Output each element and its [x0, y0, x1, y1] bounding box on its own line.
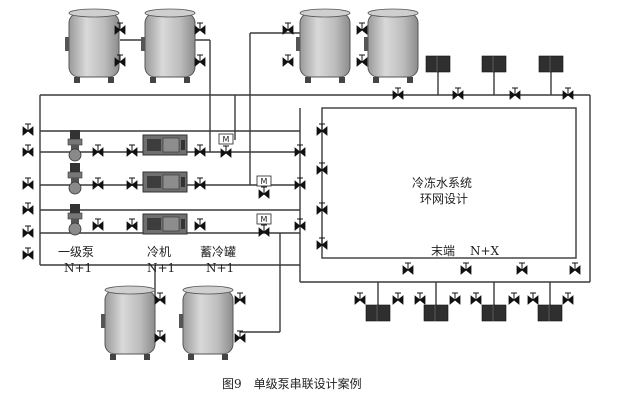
primary-pumps — [67, 129, 83, 236]
loop-title-line2: 环网设计 — [420, 192, 468, 206]
primary-pump-count: N+1 — [64, 261, 92, 275]
primary-pump-label: 一级泵 — [58, 245, 94, 259]
bottom-storage-tanks — [100, 285, 234, 361]
terminal-label: 末端 — [431, 244, 455, 258]
loop-title-line1: 冷冻水系统 — [412, 175, 472, 190]
motor-label: M — [261, 215, 268, 224]
terminal-units-bottom — [365, 304, 563, 322]
terminal-units-top — [425, 55, 564, 73]
storage-tank-count: N+1 — [206, 261, 234, 275]
chiller-label: 冷机 — [147, 245, 171, 259]
chillers — [142, 134, 188, 235]
terminal-count: N+X — [470, 244, 500, 258]
top-storage-tanks — [64, 8, 419, 84]
diagram-labels: 冷冻水系统 环网设计 一级泵 N+1 冷机 N+1 蓄冷罐 N+1 末端 N+X… — [58, 175, 500, 391]
chiller-count: N+1 — [147, 261, 175, 275]
motor-label: M — [223, 135, 230, 144]
figure-caption: 图9 单级泵串联设计案例 — [222, 376, 362, 391]
motorized-valves: M M M — [218, 133, 272, 237]
motor-label: M — [261, 177, 268, 186]
storage-tank-label: 蓄冷罐 — [200, 245, 236, 259]
